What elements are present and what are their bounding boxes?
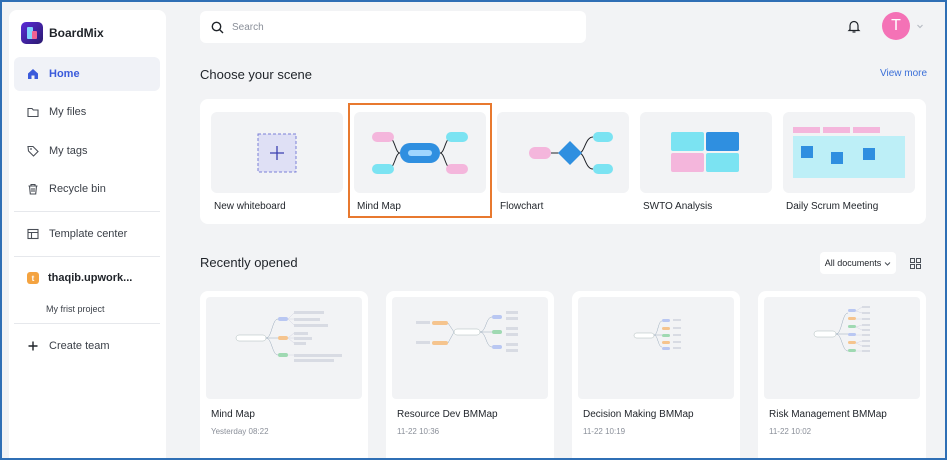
mind-map-preview-icon	[235, 311, 342, 362]
brand-name: BoardMix	[49, 26, 104, 40]
sidebar-item-label: Recycle bin	[49, 183, 106, 195]
sidebar-item-label: My files	[49, 106, 87, 118]
bell-icon[interactable]	[845, 17, 863, 35]
team-badge: t	[27, 272, 39, 284]
scene-label: Mind Map	[357, 201, 401, 212]
scene-swto-analysis[interactable]: SWTO Analysis	[640, 112, 772, 214]
scene-thumbnail	[783, 112, 915, 193]
flowchart-illustration-icon	[529, 131, 613, 174]
plus-icon	[26, 339, 40, 353]
scene-mind-map[interactable]: Mind Map	[354, 112, 486, 214]
scene-daily-scrum-meeting[interactable]: Daily Scrum Meeting	[783, 112, 915, 214]
recent-card[interactable]: Decision Making BMMap 11-22 10:19	[572, 291, 740, 460]
avatar[interactable]: T	[882, 12, 910, 40]
sidebar-item-recycle-bin[interactable]: Recycle bin	[14, 172, 160, 206]
sidebar-item-label: Template center	[49, 228, 128, 240]
chevron-down-icon[interactable]	[916, 22, 924, 30]
scene-thumbnail	[211, 112, 343, 193]
plus-icon	[257, 133, 297, 172]
scene-thumbnail	[354, 112, 486, 193]
sidebar-divider	[14, 211, 160, 212]
scene-flowchart[interactable]: Flowchart	[497, 112, 629, 214]
sidebar-item-home[interactable]: Home	[14, 57, 160, 91]
documents-filter-label: All documents	[824, 258, 882, 268]
sidebar-item-label: Home	[49, 68, 80, 80]
team-name: thaqib.upwork...	[48, 272, 133, 284]
boardmix-logo-icon	[21, 22, 43, 44]
mind-map-illustration-icon	[372, 131, 468, 174]
sidebar-divider	[14, 323, 160, 324]
scene-thumbnail	[497, 112, 629, 193]
card-thumbnail	[764, 297, 920, 399]
scene-label: Daily Scrum Meeting	[786, 201, 879, 212]
scene-label: SWTO Analysis	[643, 201, 713, 212]
sidebar-item-template-center[interactable]: Template center	[14, 217, 160, 251]
recent-card[interactable]: Risk Management BMMap 11-22 10:02	[758, 291, 926, 460]
card-thumbnail	[578, 297, 734, 399]
view-more-link[interactable]: View more	[880, 68, 928, 79]
search-bar[interactable]	[200, 11, 586, 43]
search-icon	[211, 21, 224, 34]
folder-icon	[26, 105, 40, 119]
recent-card[interactable]: Resource Dev BMMap 11-22 10:36	[386, 291, 554, 460]
sidebar-item-my-files[interactable]: My files	[14, 95, 160, 129]
home-icon	[26, 67, 40, 81]
scene-thumbnail	[640, 112, 772, 193]
card-thumbnail	[206, 297, 362, 399]
recent-card[interactable]: Mind Map Yesterday 08:22	[200, 291, 368, 460]
card-name: Mind Map	[211, 409, 255, 420]
scenes-title: Choose your scene	[200, 67, 313, 82]
card-name: Resource Dev BMMap	[397, 409, 498, 420]
trash-icon	[26, 182, 40, 196]
card-time: 11-22 10:36	[397, 427, 440, 436]
card-time: Yesterday 08:22	[211, 427, 269, 436]
scene-label: Flowchart	[500, 201, 544, 212]
create-team-label: Create team	[49, 340, 110, 352]
scrum-board-illustration-icon	[793, 126, 905, 178]
tag-icon	[26, 144, 40, 158]
card-time: 11-22 10:02	[769, 427, 812, 436]
mind-map-preview-icon	[813, 306, 870, 352]
chevron-down-icon	[884, 260, 891, 267]
sidebar-team[interactable]: t thaqib.upwork...	[14, 261, 160, 295]
swot-grid-illustration-icon	[671, 131, 739, 172]
sidebar-divider	[14, 256, 160, 257]
brand[interactable]: BoardMix	[21, 22, 104, 44]
sidebar-item-my-tags[interactable]: My tags	[14, 134, 160, 168]
card-thumbnail	[392, 297, 548, 399]
recent-title: Recently opened	[200, 255, 298, 270]
grid-view-icon[interactable]	[906, 254, 924, 272]
search-input[interactable]	[232, 21, 552, 33]
documents-filter-dropdown[interactable]: All documents	[820, 252, 896, 274]
scene-label: New whiteboard	[214, 201, 286, 212]
template-icon	[26, 227, 40, 241]
card-name: Decision Making BMMap	[583, 409, 694, 420]
card-name: Risk Management BMMap	[769, 409, 887, 420]
mind-map-preview-icon	[416, 311, 518, 352]
card-time: 11-22 10:19	[583, 427, 626, 436]
mind-map-preview-icon	[633, 319, 681, 350]
sidebar-item-label: My tags	[49, 145, 88, 157]
create-team-button[interactable]: Create team	[14, 329, 160, 363]
sidebar: BoardMix Home My files My tags Recycle b…	[9, 10, 166, 460]
scene-new-whiteboard[interactable]: New whiteboard	[211, 112, 343, 214]
sidebar-project[interactable]: My frist project	[46, 304, 105, 314]
